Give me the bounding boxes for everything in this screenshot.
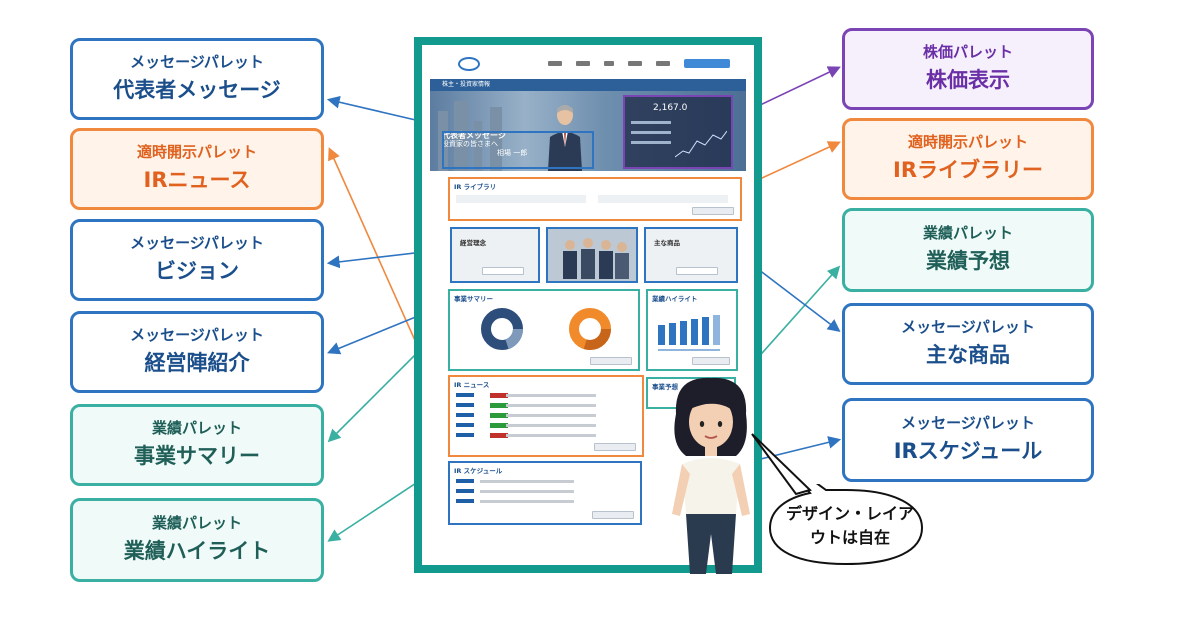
library-item bbox=[456, 195, 586, 203]
schedule-text bbox=[480, 480, 574, 483]
news-date bbox=[456, 403, 474, 407]
speech-bubble-text: デザイン・レイアウトは自在 bbox=[785, 504, 914, 547]
stock-price: 2,167.0 bbox=[653, 103, 688, 113]
schedule-text bbox=[480, 490, 574, 493]
label-business-summary: 業績パレット 事業サマリー bbox=[70, 404, 324, 486]
ir-schedule-section: IR スケジュール bbox=[448, 461, 642, 525]
hero-name: 相場 一郎 bbox=[497, 149, 528, 157]
label-ir-library: 適時開示パレット IRライブラリー bbox=[842, 118, 1094, 200]
news-tag bbox=[490, 423, 508, 428]
management-card bbox=[546, 227, 638, 283]
highlight-section: 業績ハイライト bbox=[646, 289, 738, 371]
news-date bbox=[456, 413, 474, 417]
philosophy-card: 経営理念 bbox=[450, 227, 540, 283]
schedule-row bbox=[456, 499, 634, 504]
news-tag bbox=[490, 393, 508, 398]
nav-item bbox=[548, 61, 562, 66]
news-row bbox=[456, 433, 636, 438]
hero-title: 代表者メッセージ bbox=[442, 131, 506, 140]
news-text bbox=[506, 414, 596, 417]
schedule-date bbox=[456, 489, 474, 493]
stock-mini-chart bbox=[675, 130, 727, 158]
logo-icon bbox=[458, 57, 480, 71]
nav-item bbox=[628, 61, 642, 66]
schedule-text bbox=[480, 500, 574, 503]
philosophy-button bbox=[482, 267, 524, 275]
schedule-more-button bbox=[592, 511, 634, 519]
building-shape bbox=[490, 107, 502, 171]
representative-photo bbox=[548, 105, 582, 171]
news-date bbox=[456, 433, 474, 437]
woman-character-illustration bbox=[672, 377, 750, 574]
label-vision: メッセージパレット ビジョン bbox=[70, 219, 324, 301]
label-representative-message: メッセージパレット 代表者メッセージ bbox=[70, 38, 324, 120]
label-ir-news: 適時開示パレット IRニュース bbox=[70, 128, 324, 210]
news-more-button bbox=[594, 443, 636, 451]
news-tag bbox=[490, 403, 508, 408]
stock-detail-line bbox=[631, 121, 671, 124]
schedule-title: IR スケジュール bbox=[454, 467, 503, 475]
label-stock-price: 株価パレット 株価表示 bbox=[842, 28, 1094, 110]
news-text bbox=[506, 424, 596, 427]
summary-donut-1 bbox=[481, 308, 523, 350]
news-row bbox=[456, 413, 636, 418]
schedule-date bbox=[456, 499, 474, 503]
breadcrumb-bar: 株主・投資家情報 bbox=[430, 79, 746, 91]
news-row bbox=[456, 393, 636, 398]
forecast-title: 事業予想 bbox=[652, 383, 678, 391]
label-main-products: メッセージパレット 主な商品 bbox=[842, 303, 1094, 385]
nav-item bbox=[576, 61, 590, 66]
news-text bbox=[506, 394, 596, 397]
news-date bbox=[456, 423, 474, 427]
library-item bbox=[598, 195, 728, 203]
business-summary-section: 事業サマリー bbox=[448, 289, 640, 371]
nav-item bbox=[604, 61, 614, 66]
products-title: 主な商品 bbox=[654, 239, 680, 247]
stock-detail-line bbox=[631, 141, 671, 144]
highlight-bar-chart bbox=[658, 315, 720, 351]
breadcrumb: 株主・投資家情報 bbox=[442, 81, 491, 88]
news-tag bbox=[490, 433, 508, 438]
label-forecast: 業績パレット 業績予想 bbox=[842, 208, 1094, 292]
building-shape bbox=[474, 121, 482, 171]
news-text bbox=[506, 434, 596, 437]
news-row bbox=[456, 403, 636, 408]
stock-detail-line bbox=[631, 131, 671, 134]
hero-caption: 代表者メッセージ 投資家の皆さまへ 相場 一郎 bbox=[442, 131, 527, 158]
stock-panel: 2,167.0 bbox=[623, 95, 733, 169]
contact-button bbox=[684, 59, 730, 68]
library-more-button bbox=[692, 207, 734, 215]
products-card: 主な商品 bbox=[644, 227, 738, 283]
highlight-more-button bbox=[692, 357, 730, 365]
schedule-row bbox=[456, 489, 634, 494]
label-management: メッセージパレット 経営陣紹介 bbox=[70, 311, 324, 393]
news-text bbox=[506, 404, 596, 407]
summary-donut-2 bbox=[569, 308, 611, 350]
nav-item bbox=[656, 61, 670, 66]
news-date bbox=[456, 393, 474, 397]
ir-news-section: IR ニュース bbox=[448, 375, 644, 457]
philosophy-title: 経営理念 bbox=[460, 239, 486, 247]
products-button bbox=[676, 267, 718, 275]
ir-library-title: IR ライブラリ bbox=[454, 183, 497, 191]
building-shape bbox=[454, 101, 468, 171]
speech-bubble bbox=[768, 484, 924, 566]
label-ir-schedule: メッセージパレット IRスケジュール bbox=[842, 398, 1094, 482]
highlight-title: 業績ハイライト bbox=[652, 295, 698, 303]
summary-more-button bbox=[590, 357, 632, 365]
site-nav bbox=[430, 51, 746, 77]
ir-library-section: IR ライブラリ bbox=[448, 177, 742, 221]
hero-subtitle: 投資家の皆さまへ bbox=[442, 140, 498, 148]
schedule-row bbox=[456, 479, 634, 484]
management-photo bbox=[563, 238, 629, 279]
schedule-date bbox=[456, 479, 474, 483]
speech-bubble-tail bbox=[751, 433, 812, 496]
ir-news-title: IR ニュース bbox=[454, 381, 490, 389]
message-highlight bbox=[442, 131, 594, 169]
hero-banner: 代表者メッセージ 投資家の皆さまへ 相場 一郎 2,167.0 bbox=[430, 91, 746, 171]
label-performance-highlight: 業績パレット 業績ハイライト bbox=[70, 498, 324, 582]
summary-title: 事業サマリー bbox=[454, 295, 493, 303]
news-tag bbox=[490, 413, 508, 418]
news-row bbox=[456, 423, 636, 428]
